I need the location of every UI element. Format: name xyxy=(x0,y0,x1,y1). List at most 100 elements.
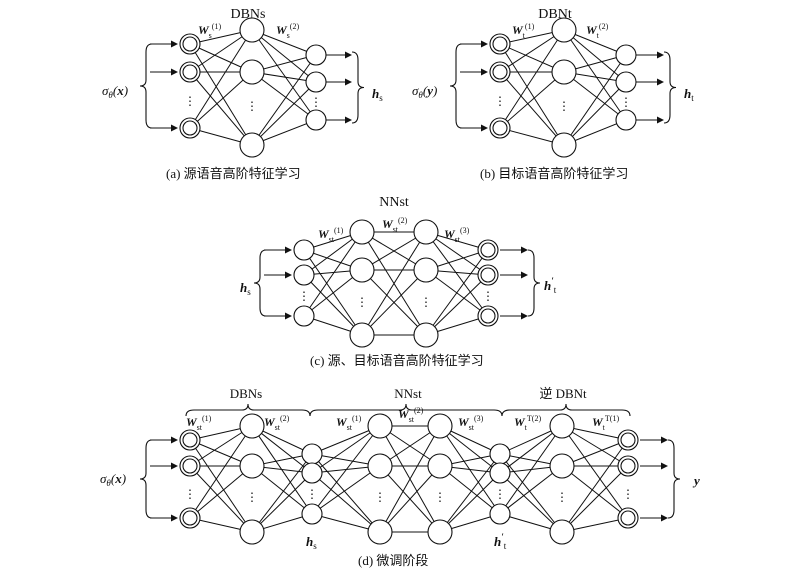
panel-b-output-label: ht xyxy=(684,86,694,103)
neuron-node xyxy=(239,132,265,158)
neuron-node xyxy=(239,17,265,43)
neuron-node xyxy=(301,462,323,484)
panel-a-output-label: hs xyxy=(372,86,383,103)
connection-line xyxy=(379,465,441,533)
panel-d-input-label: σθ(x) xyxy=(100,471,126,488)
connection-line xyxy=(439,472,501,533)
panel-c-weight-2: Wst(2) xyxy=(382,216,408,234)
connection-line xyxy=(251,472,313,533)
connection-line xyxy=(251,425,313,474)
arrow-head xyxy=(521,312,528,320)
panel-d-weight-3: Wst(1) xyxy=(336,414,362,432)
panel-b-weight-2: Wt(2) xyxy=(586,22,609,40)
brace-right xyxy=(663,51,677,124)
connection-line xyxy=(425,249,489,336)
panel-d-weight-1: Wst(1) xyxy=(186,414,212,432)
connection-line xyxy=(311,472,381,533)
arrow-head xyxy=(171,436,178,444)
panel-c-caption: (c) 源、目标语音高阶特征学习 xyxy=(310,353,484,368)
neuron-node xyxy=(239,413,265,439)
ellipsis-vertical: ⋮ xyxy=(246,99,258,113)
neuron-node xyxy=(349,219,375,245)
panel-a-weight-2: Ws(2) xyxy=(276,22,299,40)
neuron-node xyxy=(305,44,327,66)
arrow-head xyxy=(481,124,488,132)
panel-a-input-label: σθ(x) xyxy=(102,83,128,100)
connection-line xyxy=(251,71,317,121)
connection-line xyxy=(189,439,253,533)
ellipsis-vertical: ⋮ xyxy=(556,490,568,504)
arrow-head xyxy=(345,78,352,86)
connection-line xyxy=(563,81,627,146)
panel-d-mid-label-ht: h′t xyxy=(494,532,507,551)
connection-line xyxy=(251,54,317,146)
neuron-inner-ring xyxy=(480,242,496,258)
connection-line xyxy=(499,71,565,129)
brace-nnst xyxy=(309,403,503,417)
brace-dbns xyxy=(185,403,311,417)
neuron-node xyxy=(349,257,375,283)
neuron-node xyxy=(427,519,453,545)
connection-line xyxy=(563,29,627,83)
panel-d-weight-4: Wst(2) xyxy=(398,406,424,424)
arrow-head xyxy=(171,40,178,48)
ellipsis-vertical: ⋮ xyxy=(246,490,258,504)
arrow-head xyxy=(171,124,178,132)
connection-line xyxy=(499,425,563,515)
neuron-inner-ring xyxy=(492,120,508,136)
panel-c-nnst: NNst (c) 源、目标语音高阶特征学习 hs h′t Wst(1) Wst(… xyxy=(240,195,557,368)
brace-left xyxy=(253,249,267,317)
neuron-node xyxy=(305,109,327,131)
neuron-node xyxy=(615,44,637,66)
neuron-node xyxy=(427,413,453,439)
brace-left xyxy=(449,43,463,129)
connection-line xyxy=(303,231,363,317)
arrow-head xyxy=(285,312,292,320)
arrow-head xyxy=(661,436,668,444)
neuron-node xyxy=(427,453,453,479)
connection-line xyxy=(563,54,627,146)
connection-line xyxy=(361,269,427,336)
arrow-head xyxy=(481,68,488,76)
arrow-head xyxy=(521,271,528,279)
connection-line xyxy=(563,29,627,121)
neuron-inner-ring xyxy=(182,64,198,80)
arrow-head xyxy=(345,116,352,124)
connection-line xyxy=(563,71,627,121)
ellipsis-vertical: ⋮ xyxy=(310,95,322,109)
connection-line xyxy=(311,425,381,515)
arrow-head xyxy=(657,78,664,86)
connection-line xyxy=(499,425,563,474)
neuron-node xyxy=(489,462,511,484)
neuron-node xyxy=(367,413,393,439)
arrow-head xyxy=(661,462,668,470)
neuron-node xyxy=(293,264,315,286)
connection-line xyxy=(561,425,629,519)
neuron-inner-ring xyxy=(620,458,636,474)
neuron-inner-ring xyxy=(182,458,198,474)
panel-d-group-dbns: DBNs xyxy=(230,386,263,401)
connection-line xyxy=(251,81,317,146)
connection-line xyxy=(251,29,317,83)
panel-d-mid-label-hs: hs xyxy=(306,534,317,551)
connection-line xyxy=(361,231,427,336)
neuron-node xyxy=(239,453,265,479)
arrow-head xyxy=(657,116,664,124)
connection-line xyxy=(189,71,253,129)
panel-d-group-inverse-dbnt: 逆 DBNt xyxy=(539,386,587,401)
panel-d-group-nnst: NNst xyxy=(394,386,422,401)
neuron-node xyxy=(301,443,323,465)
connection-line xyxy=(251,29,317,121)
neuron-node xyxy=(293,305,315,327)
ellipsis-vertical: ⋮ xyxy=(184,94,196,108)
arrow-head xyxy=(661,514,668,522)
neuron-node xyxy=(413,257,439,283)
ellipsis-vertical: ⋮ xyxy=(356,295,368,309)
neuron-node xyxy=(293,239,315,261)
neuron-node xyxy=(489,443,511,465)
panel-d-weight-7: WtT(1) xyxy=(592,414,619,432)
neuron-node xyxy=(367,453,393,479)
brace-right xyxy=(667,439,681,519)
neuron-inner-ring xyxy=(182,432,198,448)
